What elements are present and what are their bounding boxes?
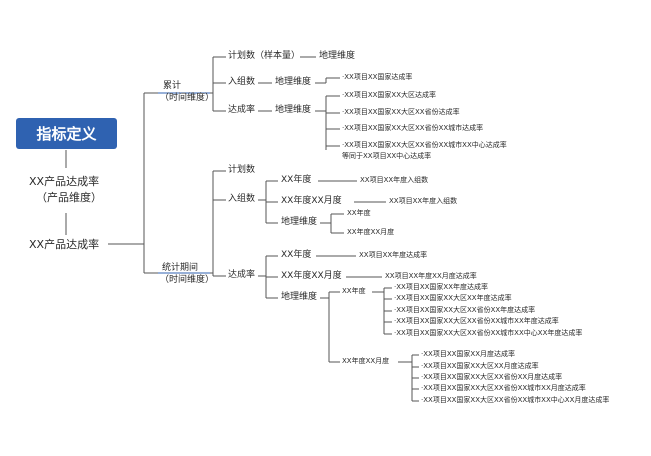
list-item: 等同于XX项目XX中心达成率 — [342, 152, 432, 160]
period-rate-ym-label: XX年度XX月度 — [281, 271, 342, 281]
product-node-line2: （产品维度） — [36, 191, 102, 204]
period-enroll-year-label: XX年度 — [281, 175, 312, 185]
cumulative-label: 累计 — [163, 81, 182, 91]
list-item: ·XX项目XX国家XX大区XX省份XX城市XX中心XX月度达成率 — [421, 396, 610, 404]
list-item: ·XX项目XX国家XX大区XX省份XX城市达成率 — [342, 124, 484, 132]
list-item: ·XX项目XX国家XX大区达成率 — [342, 91, 436, 99]
list-item: ·XX项目XX国家XX大区XX省份达成率 — [342, 108, 460, 116]
period-rate-geo-label: 地理维度 — [281, 292, 318, 302]
period-label: 统计期间 — [162, 263, 199, 273]
list-item: ·XX项目XX国家XX大区XX省份XX城市XX月度达成率 — [421, 384, 586, 392]
cumulative-rate-label: 达成率 — [228, 105, 256, 115]
connector-geo-year-items — [372, 287, 392, 335]
cumulative-enroll-label: 入组数 — [228, 77, 256, 87]
list-item: ·XX项目XX国家XX年度达成率 — [394, 283, 488, 291]
root-node: 指标定义 — [16, 118, 117, 149]
cumulative-enroll-dim: 地理维度 — [275, 77, 312, 87]
connector-main-split — [108, 92, 158, 274]
connector-enroll-items — [315, 77, 340, 84]
cumulative-rate-dim: 地理维度 — [275, 105, 312, 115]
connector-period-rate — [258, 255, 278, 299]
connector-rate-items — [315, 95, 340, 150]
period-plan-label: 计划数 — [228, 165, 256, 175]
cumulative-sublabel: （时间维度） — [160, 93, 215, 103]
period-rate-label: 达成率 — [228, 270, 256, 280]
period-enroll-geo-label: 地理维度 — [281, 217, 318, 227]
period-rate-geo-ym-label: XX年度XX月度 — [342, 357, 390, 365]
list-item: XX年度XX月度 — [347, 228, 395, 236]
cumulative-plan-label: 计划数（样本量） — [228, 51, 301, 61]
list-item: XX项目XX年度入组数 — [389, 197, 458, 205]
list-item: XX项目XX年度入组数 — [360, 176, 429, 184]
list-item: XX项目XX年度XX月度达成率 — [385, 272, 477, 280]
connector-enroll-geo — [320, 213, 344, 234]
period-rate-geo-year-label: XX年度 — [342, 287, 366, 295]
list-item: ·XX项目XX国家XX大区XX月度达成率 — [421, 362, 539, 370]
connector-rate-geo — [320, 291, 340, 363]
list-item: XX年度 — [347, 209, 371, 217]
list-item: XX项目XX年度达成率 — [359, 251, 428, 259]
period-rate-year-label: XX年度 — [281, 250, 312, 260]
period-sublabel: （时间维度） — [160, 275, 215, 285]
period-enroll-ym-label: XX年度XX月度 — [281, 196, 342, 206]
connector-period-enroll — [258, 180, 278, 224]
cumulative-plan-dim: 地理维度 — [319, 51, 356, 61]
list-item: ·XX项目XX国家XX大区XX省份XX年度达成率 — [394, 306, 536, 314]
list-item: ·XX项目XX国家XX大区XX省份XX城市XX中心达成率 — [342, 141, 507, 149]
list-item: ·XX项目XX国家XX大区XX省份XX月度达成率 — [421, 373, 563, 381]
period-enroll-label: 入组数 — [228, 194, 256, 204]
main-node: XX产品达成率 — [29, 238, 100, 251]
list-item: ·XX项目XX国家XX月度达成率 — [421, 350, 515, 358]
list-item: ·XX项目XX国家达成率 — [342, 73, 413, 81]
list-item: ·XX项目XX国家XX大区XX年度达成率 — [394, 294, 512, 302]
list-item: ·XX项目XX国家XX大区XX省份XX城市XX年度达成率 — [394, 317, 559, 325]
product-node-line1: XX产品达成率 — [29, 175, 100, 188]
list-item: ·XX项目XX国家XX大区XX省份XX城市XX中心XX年度达成率 — [394, 329, 583, 337]
connector-cumulative-split — [210, 56, 226, 112]
connector-period-split — [210, 170, 226, 277]
connector-geo-ym-items — [398, 354, 419, 402]
